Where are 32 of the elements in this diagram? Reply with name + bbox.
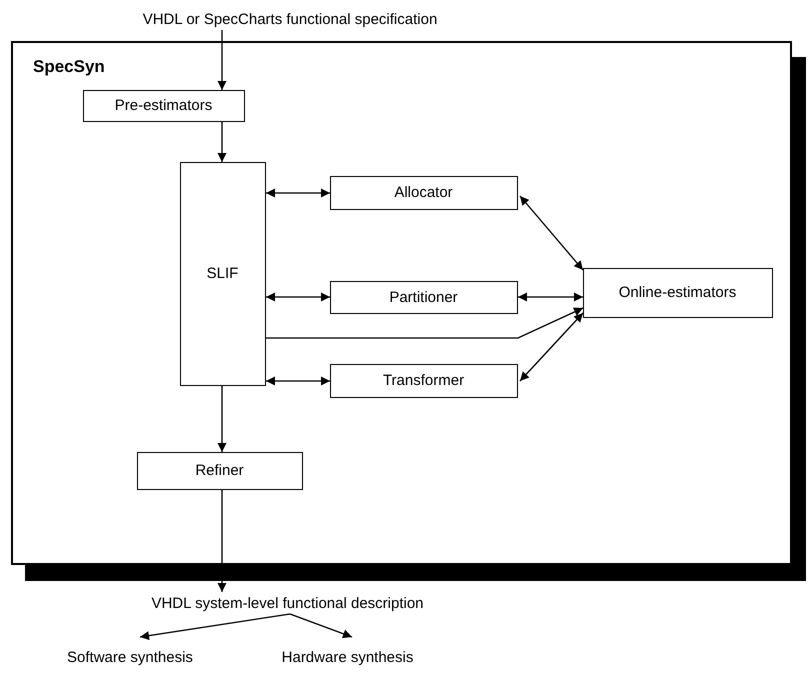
arrow (520, 312, 584, 382)
node-label: Transformer (382, 372, 464, 389)
arrow (218, 122, 226, 162)
process-box (180, 162, 266, 386)
node-label: Refiner (195, 462, 244, 479)
node-label: Allocator (394, 184, 453, 201)
arrow (218, 30, 226, 90)
node-label: Software synthesis (67, 648, 193, 666)
process-box (582, 268, 772, 318)
node-label: VHDL system-level functional description (151, 594, 424, 612)
arrow (266, 307, 584, 339)
arrow (518, 292, 583, 302)
arrow (266, 376, 330, 386)
arrow (290, 613, 352, 638)
arrow (266, 188, 330, 198)
arrow (266, 292, 330, 302)
arrow (218, 490, 226, 592)
system-title: SpecSyn (33, 57, 105, 77)
arrow (140, 613, 290, 640)
node-label: Pre-estimators (114, 97, 212, 114)
process-box (136, 452, 302, 490)
process-box (330, 364, 518, 398)
process-box (82, 90, 244, 122)
node-label: Online-estimators (618, 284, 736, 301)
process-box (330, 280, 518, 314)
node-label: Hardware synthesis (282, 648, 414, 666)
arrow (218, 386, 226, 452)
arrow (520, 196, 584, 270)
node-label: VHDL or SpecCharts functional specification (142, 10, 438, 28)
node-label: SLIF (206, 265, 238, 282)
process-box (330, 176, 518, 210)
node-label: Partitioner (389, 288, 458, 306)
